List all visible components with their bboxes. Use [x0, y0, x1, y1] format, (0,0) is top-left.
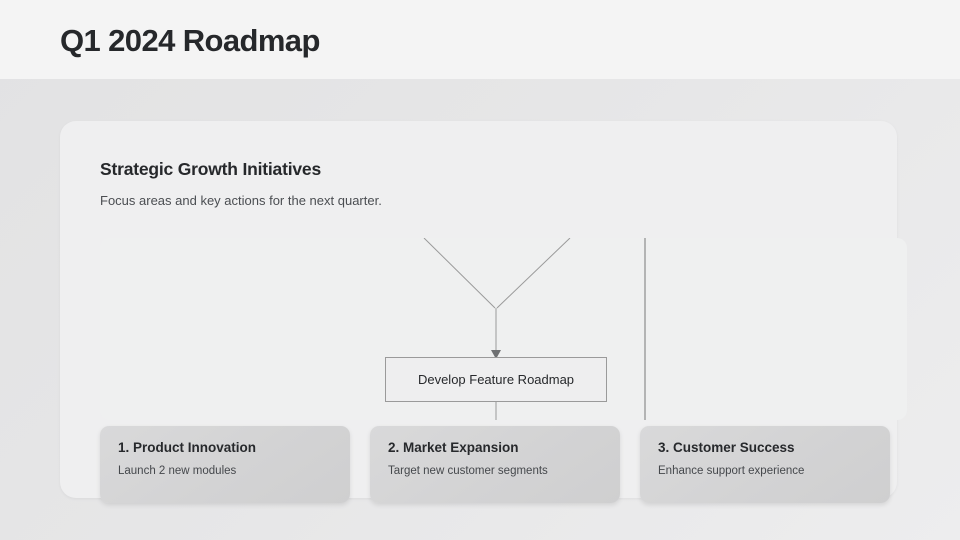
- initiative-title: 2. Market Expansion: [388, 440, 519, 455]
- edge-right-branch: [496, 238, 571, 309]
- flow-diagram: [423, 238, 646, 420]
- app-header: Q1 2024 Roadmap: [0, 0, 960, 79]
- initiative-description: Target new customer segments: [388, 465, 548, 477]
- page-title: Q1 2024 Roadmap: [60, 23, 320, 58]
- initiative-card-customer-success[interactable]: 3. Customer Success Enhance support expe…: [640, 426, 890, 503]
- edge-left-branch: [423, 238, 496, 309]
- arrowhead-icon: [491, 350, 501, 359]
- card-subheading: Focus areas and key actions for the next…: [100, 193, 382, 208]
- initiative-title: 1. Product Innovation: [118, 440, 257, 455]
- initiative-card-product-innovation[interactable]: 1. Product Innovation Launch 2 new modul…: [100, 426, 350, 503]
- initiative-title: 3. Customer Success: [658, 440, 795, 455]
- flow-node-develop-feature-roadmap[interactable]: Develop Feature Roadmap: [385, 357, 607, 402]
- initiative-description: Launch 2 new modules: [118, 465, 237, 477]
- card-heading: Strategic Growth Initiatives: [100, 159, 321, 179]
- flow-node-label: Develop Feature Roadmap: [417, 372, 575, 387]
- initiative-card-market-expansion[interactable]: 2. Market Expansion Target new customer …: [370, 426, 620, 503]
- initiative-description: Enhance support experience: [658, 465, 805, 477]
